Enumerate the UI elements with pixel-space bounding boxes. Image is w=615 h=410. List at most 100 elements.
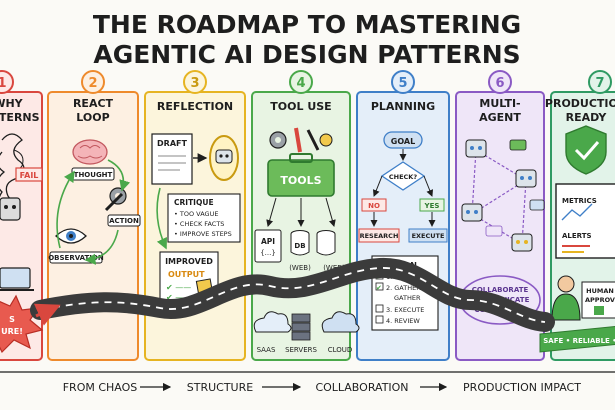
loop-arrow-2	[84, 229, 119, 265]
critique-item: • CHECK FACTS	[174, 220, 224, 228]
no-label: NO	[368, 202, 380, 210]
db-label: DB	[294, 242, 305, 250]
robot-agent-icon	[461, 203, 483, 222]
checkbox-empty	[375, 304, 384, 313]
step-number: 1	[0, 76, 7, 91]
draft-label: DRAFT	[157, 139, 187, 148]
agent-network	[471, 149, 527, 245]
footer-item-production-impact: PRODUCTION IMPACT	[463, 381, 581, 394]
step-badge-3: 3	[183, 70, 207, 94]
collaborate-label: COLLABORATE	[472, 286, 529, 294]
api-card: API {...}	[254, 229, 282, 263]
research-label: RESEARCH	[360, 232, 399, 240]
eye-icon	[55, 228, 87, 244]
plan-item: 2. GATHER	[386, 284, 421, 292]
cloud-icon	[321, 311, 360, 333]
plan-item: 3. EXECUTE	[386, 306, 424, 314]
wrench-gear-icon	[104, 187, 127, 212]
goal-label: GOAL	[391, 137, 415, 146]
human-operator-icon	[551, 275, 581, 321]
saas-label: SAAS	[257, 346, 276, 354]
checkbox-empty	[375, 315, 384, 324]
thought-label: THOUGHT	[74, 171, 113, 179]
human-approval-card: HUMAN APPROV	[581, 281, 615, 319]
cloud-label: CLOUD	[328, 346, 353, 354]
execute-label: EXECUTE	[412, 232, 445, 240]
failure-text-1: S	[9, 315, 15, 324]
reflection-arrow	[156, 187, 168, 250]
ribbon-label: SAFE • RELIABLE •	[543, 337, 615, 345]
check-icon: ✔ ——	[166, 293, 191, 302]
approval-label: APPROV	[585, 296, 615, 304]
panel-6-title-line-1: MULTI-	[479, 97, 520, 110]
step-badge-1: 1	[0, 70, 14, 94]
api-label: API	[261, 237, 275, 246]
step-number: 3	[190, 76, 199, 91]
server-icon	[291, 313, 311, 341]
shield-check-icon	[565, 125, 607, 175]
monitor-dashboard: METRICS ALERTS	[555, 183, 615, 259]
plan-item: 4. REVIEW	[386, 317, 420, 325]
tools-label: TOOLS	[280, 174, 321, 187]
panel-7-title-line-2: READY	[566, 111, 608, 124]
step-number: 6	[495, 76, 504, 91]
footer-item-chaos: FROM CHAOS	[63, 381, 138, 394]
step-number: 4	[296, 76, 305, 91]
panel-3-title: REFLECTION	[157, 100, 233, 113]
panel-2-title-line-2: LOOP	[76, 111, 109, 124]
robot-agent-icon	[515, 169, 537, 188]
panel-2-title-line-1: REACT	[73, 97, 114, 110]
robot-agent-icon	[465, 139, 487, 158]
research-box	[358, 228, 400, 243]
loop-arrow-1	[107, 159, 131, 192]
plan-item-extra: GATHER	[394, 294, 421, 302]
fail-label: FAIL	[20, 171, 39, 180]
toolbox-icon	[267, 153, 335, 197]
human-label: HUMAN	[586, 287, 614, 295]
chat-bubble-icon	[529, 199, 545, 211]
flow-arrow	[372, 175, 383, 197]
title-line-1: THE ROADMAP TO MASTERING	[93, 10, 521, 39]
web-label: (WEB)	[289, 264, 311, 272]
failure-text-2: URE!	[1, 327, 23, 336]
yes-label: YES	[424, 202, 440, 210]
critique-card: CRITIQUE • TOO VAGUE • CHECK FACTS • IMP…	[167, 193, 241, 243]
action-box	[107, 214, 141, 227]
improved-label: IMPROVED	[165, 257, 213, 266]
yes-box	[419, 198, 445, 212]
step-badge-5: 5	[391, 70, 415, 94]
footer-item-collaboration: COLLABORATION	[315, 381, 408, 394]
title-line-2: AGENTIC AI DESIGN PATTERNS	[93, 40, 520, 69]
tool-connector	[325, 197, 336, 227]
panel-6-title-line-2: AGENT	[479, 111, 521, 124]
step-number: 7	[595, 76, 604, 91]
road-center-line	[39, 267, 546, 323]
laptop-icon	[0, 267, 34, 291]
step-badge-7: 7	[588, 70, 612, 94]
action-label: ACTION	[109, 217, 139, 225]
step-badge-2: 2	[81, 70, 105, 94]
panel-1-title-line-1: WHY	[0, 97, 24, 110]
check-mark-icon: ✔	[376, 284, 382, 292]
fail-sticker: FAIL	[15, 167, 43, 182]
goal-box	[383, 131, 423, 149]
servers-label: SERVERS	[285, 346, 317, 354]
step-badge-4: 4	[289, 70, 313, 94]
no-box	[361, 198, 387, 212]
broken-robot-icon	[0, 197, 21, 221]
cloud-icon	[253, 311, 292, 333]
panel-1-title-line-2: PATTERNS	[0, 111, 40, 124]
observation-label: OBSERVATION	[48, 254, 104, 262]
flow-arrow	[423, 175, 434, 197]
check-label: CHECK?	[389, 173, 417, 181]
step-badge-6: 6	[488, 70, 512, 94]
api-sub-label: {...}	[260, 249, 276, 257]
tool-connector	[266, 197, 277, 227]
mirror-robot-icon	[209, 135, 239, 181]
panel-5-title: PLANNING	[371, 100, 435, 113]
output-label: OUTPUT	[168, 270, 205, 279]
tools-icons	[269, 127, 333, 153]
robot-agent-icon	[511, 233, 533, 252]
